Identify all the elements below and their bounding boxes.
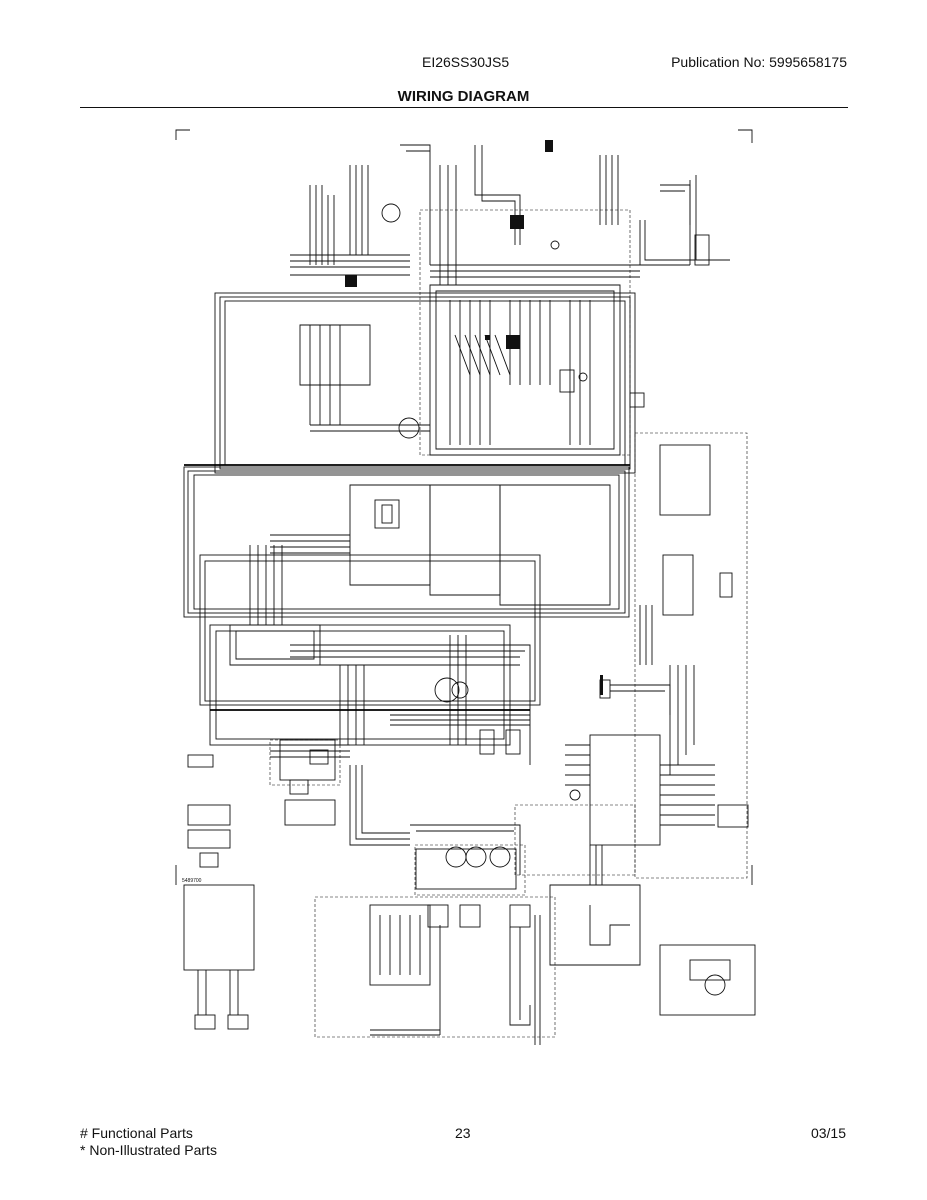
page-number: 23 (455, 1125, 471, 1141)
revision-date: 03/15 (810, 1125, 846, 1141)
diagram-code-label: 5489700 (182, 878, 202, 884)
wiring-diagram: 5489700 (175, 129, 756, 1045)
non-illustrated-parts-legend: * Non-Illustrated Parts (80, 1142, 217, 1158)
header-rule (80, 107, 848, 108)
publication-number: Publication No: 5995658175 (671, 54, 847, 70)
model-number: EI26SS30JS5 (422, 54, 510, 70)
page-title: WIRING DIAGRAM (397, 88, 530, 105)
functional-parts-legend: # Functional Parts (80, 1125, 193, 1141)
